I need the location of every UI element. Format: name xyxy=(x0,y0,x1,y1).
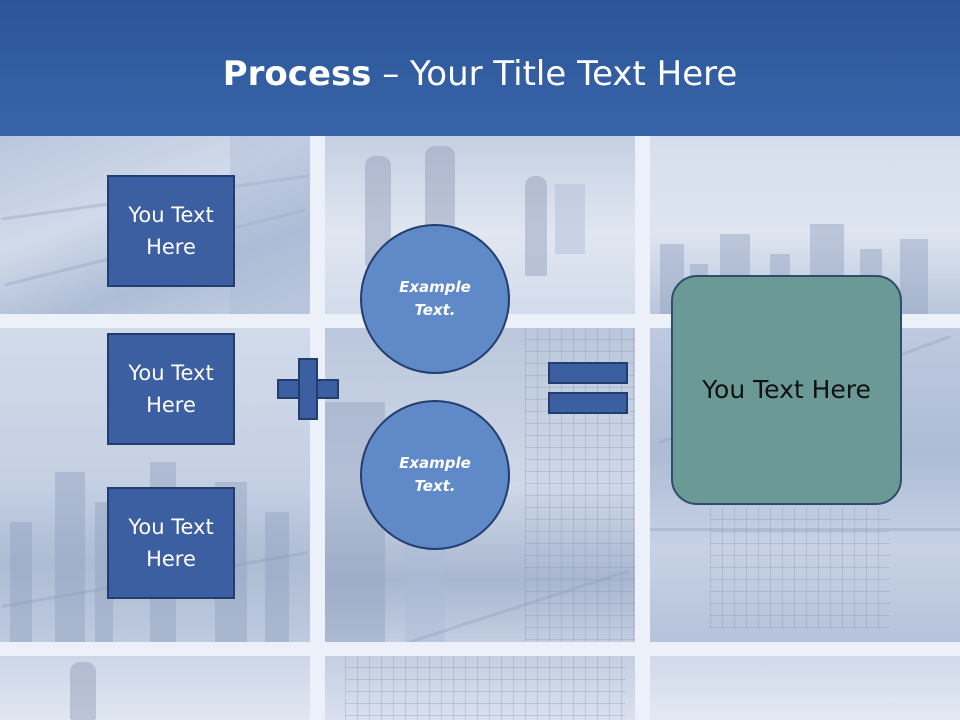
result-box-label: You Text Here xyxy=(702,375,871,404)
photo-bottom-left xyxy=(0,656,310,720)
input-box-1-label: You Text Here xyxy=(128,203,214,259)
photo-bottom-right xyxy=(650,656,960,720)
photo-bottom-middle xyxy=(325,656,635,720)
example-circle-1-label: Example Text. xyxy=(399,278,471,319)
input-box-3: You Text Here xyxy=(107,487,235,599)
slide-title: Process – Your Title Text Here xyxy=(0,50,960,98)
input-box-3-label: You Text Here xyxy=(128,515,214,571)
title-bar: Process – Your Title Text Here xyxy=(0,0,960,136)
example-circle-1: Example Text. xyxy=(360,224,510,374)
slide-title-bold: Process xyxy=(222,54,372,94)
example-circle-2-label: Example Text. xyxy=(399,454,471,495)
equals-icon xyxy=(548,362,628,414)
example-circle-2: Example Text. xyxy=(360,400,510,550)
input-box-2-label: You Text Here xyxy=(128,361,214,417)
slide-title-rest: – Your Title Text Here xyxy=(371,54,738,94)
input-box-2: You Text Here xyxy=(107,333,235,445)
result-box: You Text Here xyxy=(671,275,902,505)
input-box-1: You Text Here xyxy=(107,175,235,287)
plus-icon xyxy=(277,358,339,420)
